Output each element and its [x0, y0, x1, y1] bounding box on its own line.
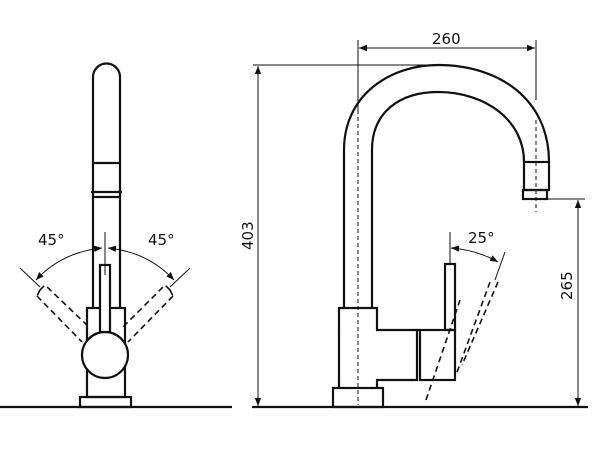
- angle-label-left: 45°: [38, 231, 65, 249]
- body-side: [337, 306, 419, 388]
- angle-arc-left: [35, 245, 103, 281]
- base-plate-side: [331, 386, 385, 409]
- lever-right-dashed: [121, 283, 174, 343]
- lever-left-dashed: [36, 283, 91, 343]
- dimension-label-265: 265: [558, 271, 576, 300]
- lever-side-dashed: [425, 281, 499, 401]
- aerator-tip: [521, 188, 549, 201]
- angle-label-right: 45°: [148, 231, 175, 249]
- angle-label-side: 25°: [468, 229, 495, 247]
- angle-arc-right: [107, 245, 175, 281]
- dimension-label-260: 260: [432, 30, 461, 48]
- handle-block: [418, 328, 457, 382]
- front-view: 45° 45°: [0, 62, 232, 409]
- spout-tube-front: [91, 62, 122, 308]
- lever-front: [98, 263, 112, 334]
- spout-inner: [370, 90, 526, 308]
- cartridge-circle: [80, 330, 130, 380]
- dimension-label-403: 403: [239, 221, 257, 250]
- side-view: 260 403 265 25°: [239, 30, 588, 409]
- angle-arc-side: [450, 245, 499, 263]
- spout-outer: [342, 63, 551, 308]
- base-plate-front: [78, 395, 133, 409]
